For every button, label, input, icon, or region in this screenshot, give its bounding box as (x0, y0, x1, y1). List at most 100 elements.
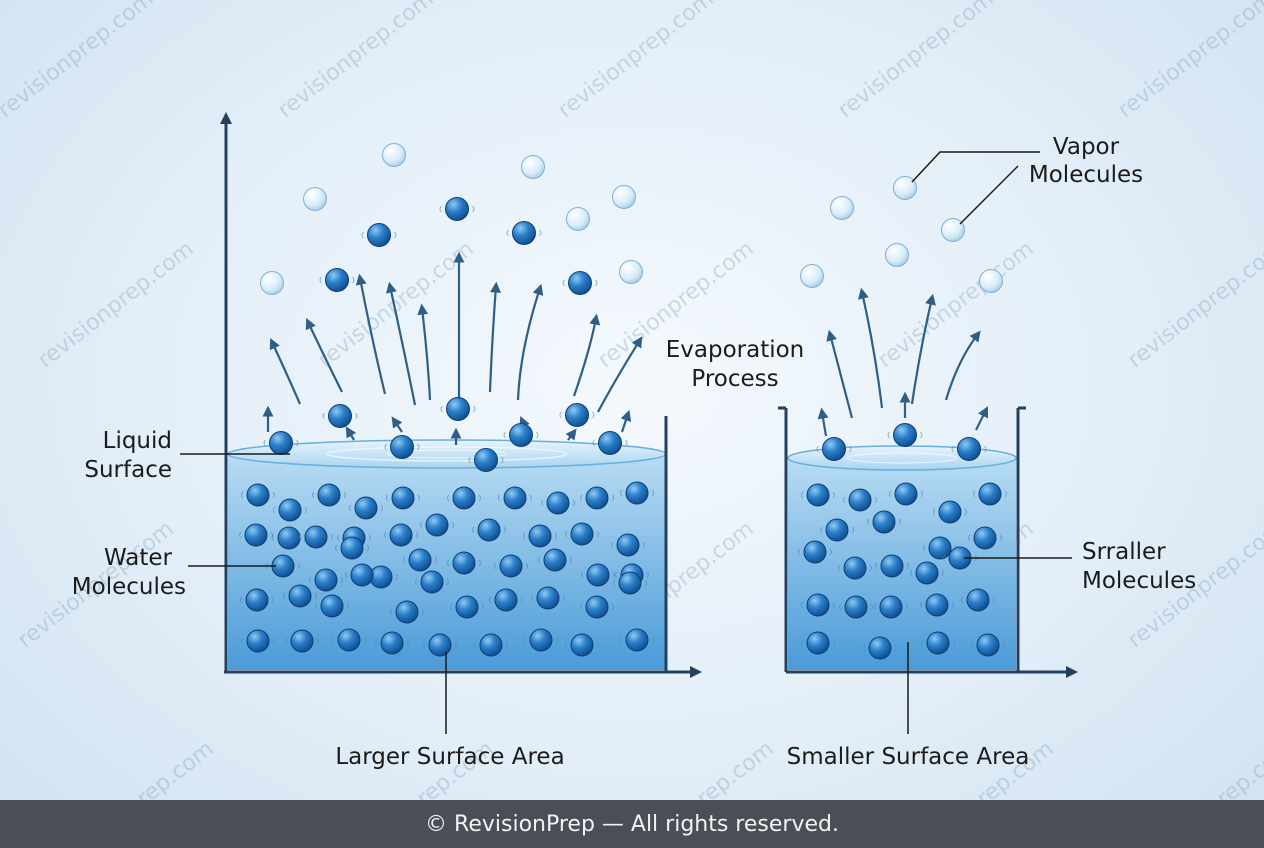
water-molecule (494, 588, 518, 612)
watermark-text: revisionprep.com (53, 736, 218, 800)
water-molecule (380, 631, 404, 655)
vapor-molecule (941, 218, 965, 242)
water-molecule (528, 524, 552, 548)
water-molecule (499, 554, 523, 578)
surface-molecule (446, 397, 470, 421)
water-molecule (625, 481, 649, 505)
water-molecule (844, 595, 868, 619)
watermark-text: revisionprep.com (313, 236, 478, 373)
evaporation-arrow (305, 318, 343, 393)
water-molecule (350, 563, 374, 587)
rising-molecule (325, 268, 349, 292)
watermark-text: revisionprep.com (1133, 736, 1264, 800)
water-molecules-label-line2: Molecules (72, 574, 186, 600)
evaporation-arrow (565, 428, 577, 441)
water-molecule (868, 636, 892, 660)
surface-molecule (474, 448, 498, 472)
water-molecule (278, 498, 302, 522)
water-molecule (978, 482, 1002, 506)
water-molecule (543, 548, 567, 572)
surface-molecule (390, 435, 414, 459)
water-molecule (317, 483, 341, 507)
water-molecule (479, 633, 503, 657)
water-molecule (304, 525, 328, 549)
vapor-molecule (979, 269, 1003, 293)
evaporation-arrow (572, 313, 601, 397)
surface-molecule (269, 431, 293, 455)
water-molecule (825, 518, 849, 542)
surface-molecule (598, 431, 622, 455)
larger-surface-area-label: Larger Surface Area (335, 744, 564, 770)
water-molecule (337, 628, 361, 652)
water-molecule (803, 540, 827, 564)
surface-molecule (893, 423, 917, 447)
vapor-molecule (521, 155, 545, 179)
water-molecule (879, 595, 903, 619)
evaporation-arrow (910, 293, 936, 405)
watermark-text: revisionprep.com (1123, 236, 1264, 373)
vapor-molecule (800, 264, 824, 288)
water-molecule (277, 526, 301, 550)
leader-lines (180, 151, 1072, 734)
watermark-layer: revisionprep.com revisionprep.com revision… (0, 0, 1264, 800)
evaporation-arrow (944, 330, 981, 401)
water-molecules (239, 481, 1007, 660)
evaporation-arrow (386, 281, 417, 406)
water-molecule (408, 548, 432, 572)
water-molecule (872, 510, 896, 534)
water-molecule (585, 486, 609, 510)
evaporation-process-label-line2: Process (691, 366, 778, 392)
watermark-text: revisionprep.com (273, 0, 438, 123)
water-molecule (288, 584, 312, 608)
watermark-text: revisionprep.com (1113, 0, 1264, 123)
vapor-molecule (566, 207, 590, 231)
water-molecule (389, 523, 413, 547)
water-molecule (477, 518, 501, 542)
water-molecule (395, 600, 419, 624)
water-molecule (245, 588, 269, 612)
vapor-molecule (893, 176, 917, 200)
water-molecule (340, 536, 364, 560)
evaporation-arrow (817, 407, 829, 437)
evaporation-diagram: revisionprep.com revisionprep.com revision… (0, 0, 1264, 800)
evaporation-arrow (620, 409, 632, 433)
water-molecule (586, 563, 610, 587)
water-molecule (320, 594, 344, 618)
water-molecule (880, 554, 904, 578)
water-molecule (391, 486, 415, 510)
vapor-molecules-label-line2: Molecules (1029, 162, 1143, 188)
surface-molecule (509, 423, 533, 447)
watermark-text: revisionprep.com (33, 236, 198, 373)
water-molecule (246, 483, 270, 507)
evaporation-arrow (516, 283, 544, 401)
water-molecule (843, 556, 867, 580)
evaporation-arrow (269, 338, 302, 405)
water-molecule (290, 629, 314, 653)
vapor-molecule (260, 271, 284, 295)
surface-molecules (263, 197, 987, 472)
axes (220, 112, 1078, 678)
rising-molecule (367, 223, 391, 247)
vapor-molecule (619, 260, 643, 284)
water-molecule (618, 571, 642, 595)
water-molecule (529, 628, 553, 652)
vapor-molecule (885, 243, 909, 267)
evaporation-arrow (597, 336, 643, 413)
water-molecule (420, 570, 444, 594)
water-molecule (570, 633, 594, 657)
vapor-leader-2 (959, 165, 1019, 225)
water-molecule (938, 500, 962, 524)
water-molecule (926, 631, 950, 655)
evaporation-arrow (391, 416, 403, 433)
water-molecule (966, 588, 990, 612)
water-molecule (354, 496, 378, 520)
water-molecule (616, 533, 640, 557)
rising-molecule (445, 197, 469, 221)
water-molecule (455, 595, 479, 619)
water-molecule (536, 586, 560, 610)
surface-molecule (822, 437, 846, 461)
watermark-text: revisionprep.com (0, 0, 159, 123)
evaporation-arrow (345, 426, 357, 441)
smaller-molecules-label-line1: Srraller (1082, 539, 1166, 565)
water-molecule (428, 633, 452, 657)
